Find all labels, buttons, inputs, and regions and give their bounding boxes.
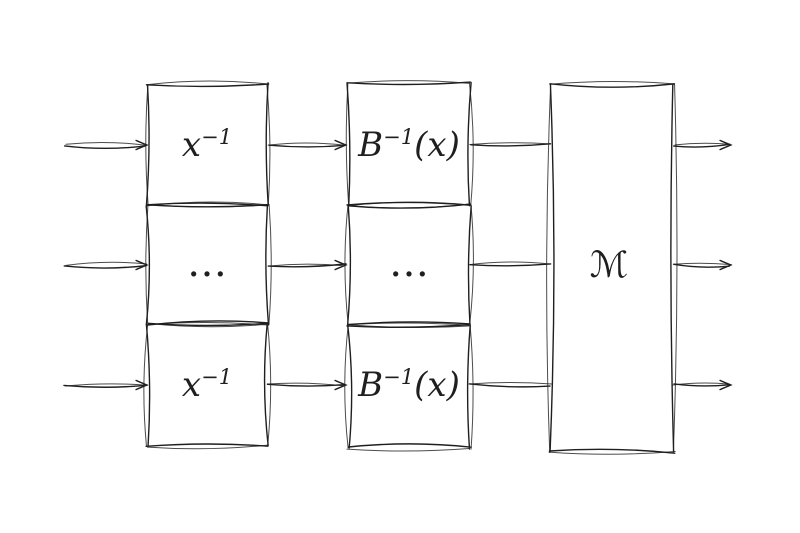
arrow-stage1-to-stage2-row1 — [267, 139, 348, 151]
arrow-output-row2 — [672, 259, 733, 271]
arrow-input-row2 — [63, 259, 149, 271]
label-base: B — [357, 365, 383, 405]
box-dots-left — [145, 201, 272, 328]
arrow-output-row1 — [673, 139, 733, 151]
box-dots-center — [344, 201, 474, 329]
arrow-input-row1 — [63, 139, 149, 151]
label-x-inverse-bottom: x−1 — [182, 365, 232, 405]
label-base: x — [182, 365, 201, 405]
box-mixing-layer — [546, 80, 678, 455]
label-b-inverse-bottom: B−1(x) — [357, 365, 460, 405]
label-superscript: −1 — [383, 125, 414, 149]
label-x-inverse-top: x−1 — [182, 125, 232, 165]
label-dots-center: … — [389, 240, 429, 286]
label-dots-left: … — [187, 240, 227, 286]
arrow-input-row3 — [63, 379, 149, 391]
label-argument: (x) — [414, 125, 460, 165]
label-b-inverse-top: B−1(x) — [357, 125, 460, 165]
wire-stage2-to-stage3-row3 — [468, 382, 553, 388]
label-superscript: −1 — [383, 365, 414, 389]
arrow-output-row3 — [672, 379, 733, 391]
label-mixing-layer: ℳ — [590, 245, 629, 286]
label-base: B — [357, 125, 383, 165]
arrow-stage1-to-stage2-row3 — [266, 379, 348, 391]
wire-stage2-to-stage3-row1 — [469, 142, 552, 147]
label-superscript: −1 — [201, 125, 232, 149]
label-base: x — [182, 125, 201, 165]
arrow-stage1-to-stage2-row2 — [267, 259, 348, 271]
label-superscript: −1 — [201, 365, 232, 389]
label-argument: (x) — [414, 365, 460, 405]
wire-stage2-to-stage3-row2 — [469, 261, 552, 267]
